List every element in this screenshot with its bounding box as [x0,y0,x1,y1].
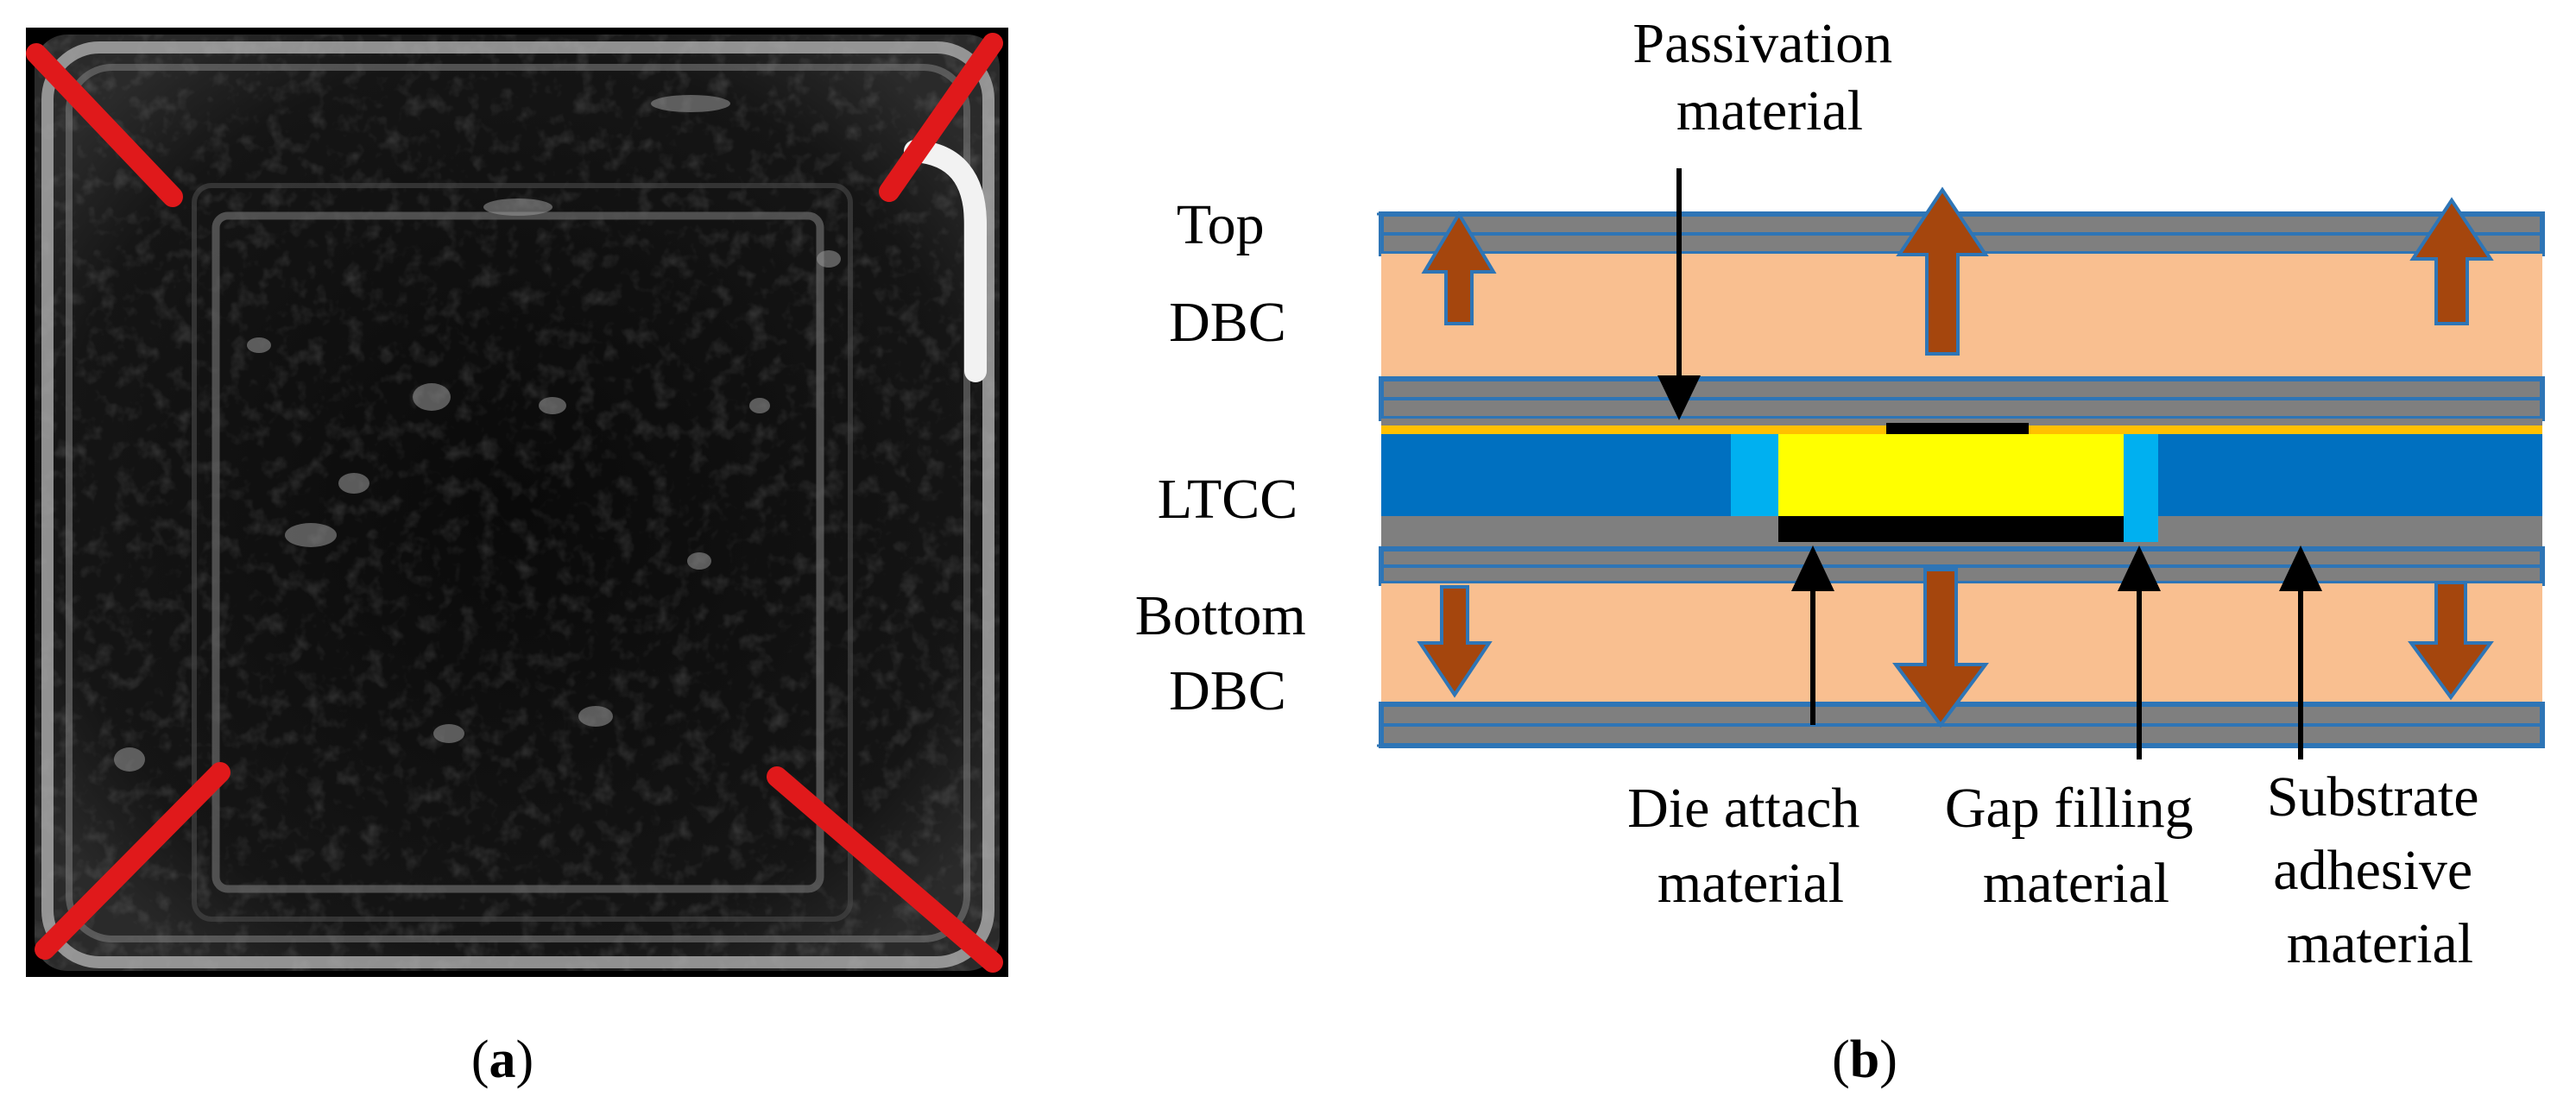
heat-arrow-up-center [1896,186,1989,356]
label-gap-filling-material: Gap filling material [1945,777,2207,915]
heat-arrow-down-right [2408,581,2494,701]
corner-markers [26,33,1003,973]
top-die-contact [1886,423,2029,436]
die-attach-layer [1778,516,2124,542]
gap-fill-right [2119,434,2158,542]
chip-edge-reflection [904,140,987,382]
ltcc-left [1381,434,1731,516]
ltcc-right [2154,434,2542,516]
label-passivation-material: Passivation material [1632,12,1906,142]
callout-gap-filling-head [2118,545,2161,591]
label-substrate-adhesive-material: Substrate adhesive material [2267,766,2493,975]
callout-arrows [1657,168,2322,759]
label-top-dbc: Top DBC [1169,193,1286,354]
heat-arrow-down-center [1892,568,1989,728]
top-dbc-ceramic [1381,254,2542,379]
corner-marker-top-right [879,33,1003,202]
callout-die-attach-head [1791,545,1834,591]
heat-arrow-up-left [1421,211,1497,325]
top-dbc [1379,211,2545,421]
corner-marker-top-left [26,43,183,207]
heat-arrows-up [1421,186,2494,356]
substrate-adhesive-layer-left [1381,516,1778,549]
heat-arrows-down [1417,568,2494,728]
label-die-attach-material: Die attach material [1627,777,1874,915]
label-ltcc: LTCC [1158,468,1298,531]
bottom-dbc [1379,546,2545,748]
substrate-adhesive-layer-right [2158,516,2542,549]
panel-a: (a) [26,28,1008,1089]
callout-substrate-adhesive-head [2279,545,2322,591]
corner-marker-bottom-left [35,762,230,960]
caption-b: (b) [1832,1030,1897,1089]
chip-speckles [114,95,841,772]
chip-outer-rim [41,41,994,968]
top-interface-layer [1381,419,2542,425]
label-bottom-dbc: Bottom DBC [1135,584,1321,722]
callout-passivation-head [1657,375,1701,420]
chip-outer-rim-inner [66,64,970,942]
corner-marker-bottom-right [767,766,1003,973]
heat-arrow-up-right [2409,197,2494,325]
substrate-adhesive-layer-mid [1778,542,2158,549]
ltcc-layer [1381,434,2542,542]
gap-fill-left [1731,434,1778,529]
die [1778,434,2124,516]
chip-image-texture [35,35,1000,971]
chip-inner-die-outline-2 [192,183,853,922]
caption-a: (a) [471,1030,534,1089]
panel-b: Passivation material Top DBC LTCC Bottom… [1135,12,2545,1089]
heat-arrow-down-left [1417,585,1493,698]
